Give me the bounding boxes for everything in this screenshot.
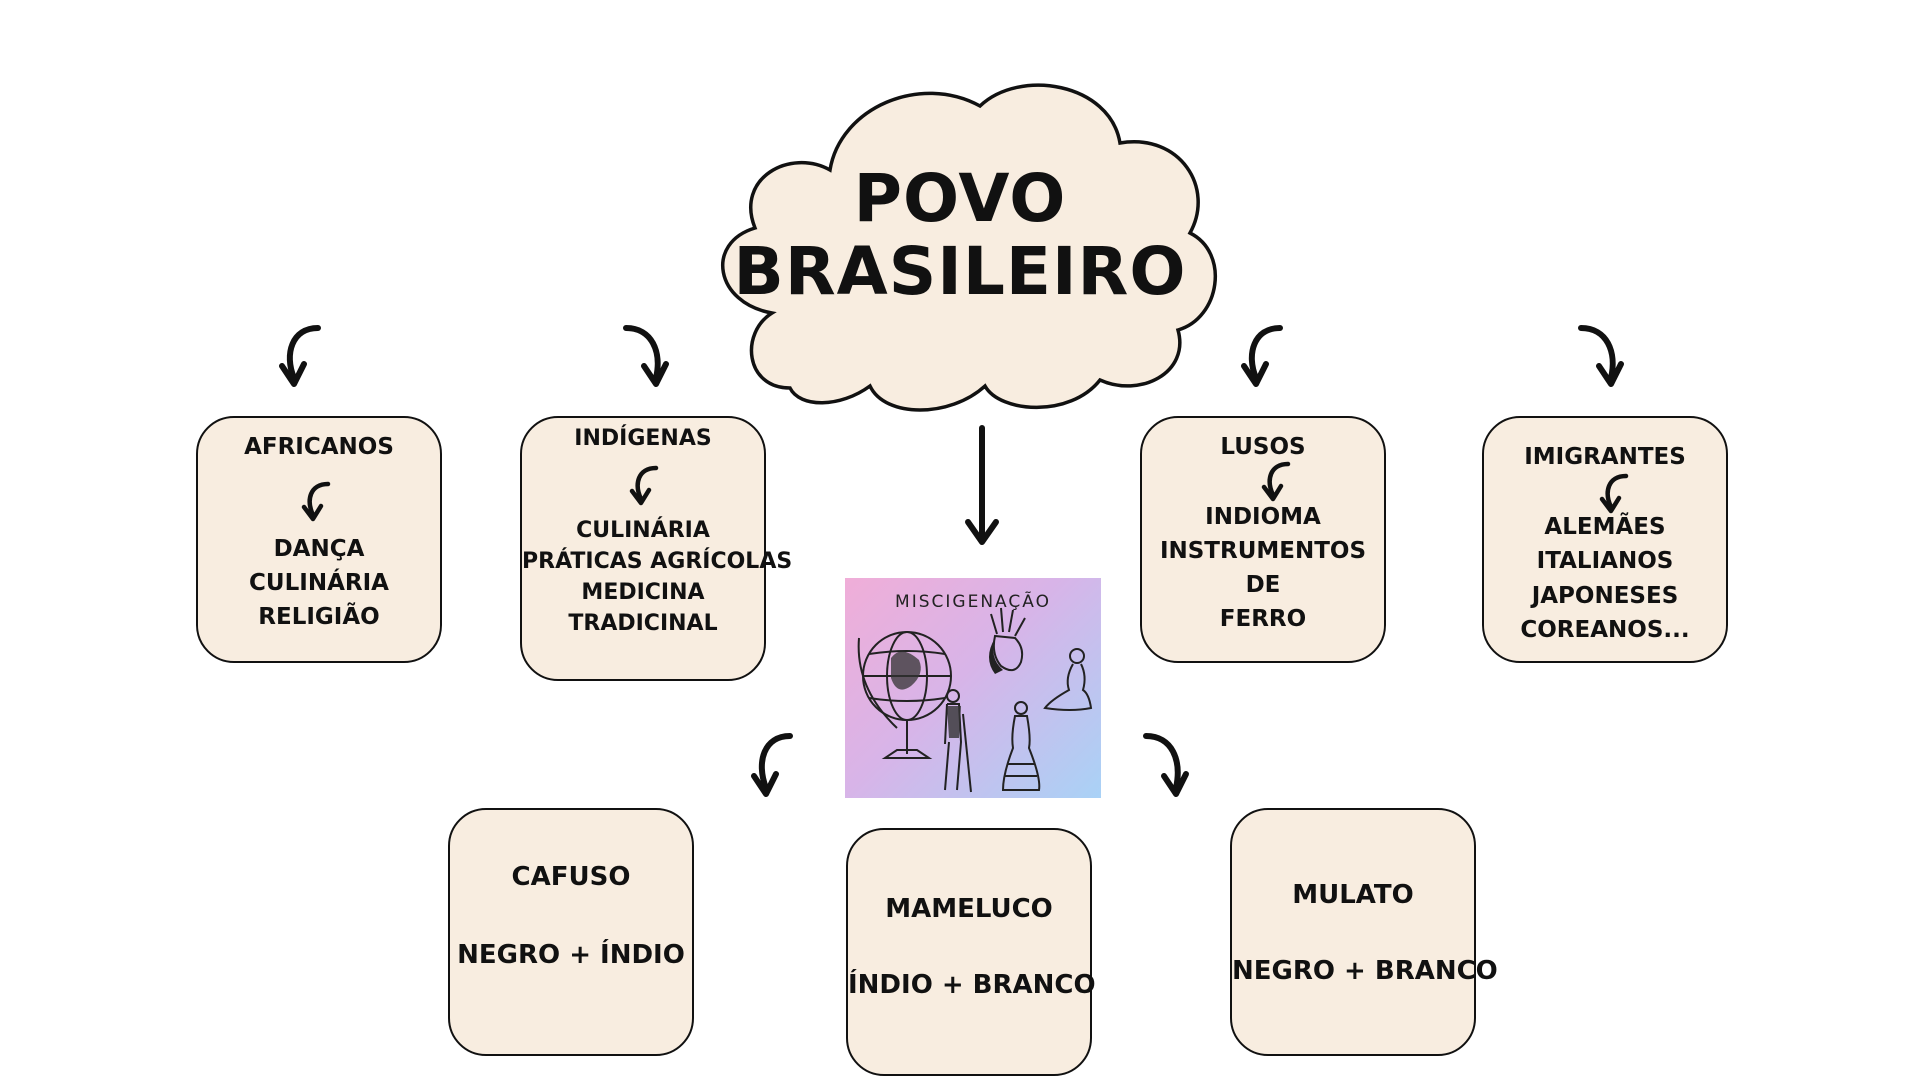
mix-formula: ÍNDIO + BRANCO — [848, 970, 1096, 1000]
group-item: CULINÁRIA — [249, 570, 389, 596]
curved-arrow-icon — [1578, 325, 1624, 387]
title-line-2: BRASILEIRO — [733, 233, 1187, 310]
group-item: FERRO — [1219, 606, 1307, 632]
group-item: TRADICINAL — [568, 611, 718, 636]
group-item: DE — [1245, 572, 1281, 598]
title-line-1: POVO — [853, 160, 1067, 237]
group-name: LUSOS — [1220, 434, 1306, 460]
group-name: AFRICANOS — [244, 434, 394, 460]
group-box-indigenas: INDÍGENAS CULINÁRIA PRÁTICAS AGRÍCOLAS M… — [520, 416, 793, 681]
curved-arrow-icon — [623, 325, 669, 387]
miscigenacao-image: MISCIGENAÇÃO — [845, 578, 1101, 798]
mix-name: CAFUSO — [511, 862, 631, 892]
title-cloud: POVO BRASILEIRO — [700, 68, 1220, 418]
group-item: ALEMÃES — [1544, 514, 1666, 540]
group-box-lusos: LUSOS INDIOMA INSTRUMENTOS DE FERRO — [1140, 416, 1386, 663]
curved-arrow-icon — [751, 733, 793, 797]
group-item: PRÁTICAS AGRÍCOLAS — [522, 549, 793, 574]
mix-formula: NEGRO + ÍNDIO — [457, 940, 685, 970]
curved-arrow-icon — [1599, 473, 1629, 514]
group-item: DANÇA — [273, 536, 365, 562]
group-box-imigrantes: IMIGRANTES ALEMÃES ITALIANOS JAPONESES C… — [1482, 416, 1728, 663]
mix-name: MULATO — [1292, 880, 1414, 910]
mix-box-mulato: MULATO NEGRO + BRANCO — [1230, 808, 1498, 1056]
mix-formula: NEGRO + BRANCO — [1232, 956, 1498, 986]
figures-illustration — [857, 607, 1093, 793]
curved-arrow-icon — [1143, 733, 1189, 797]
group-item: MEDICINA — [581, 580, 705, 605]
group-item: INSTRUMENTOS — [1159, 538, 1367, 564]
curved-arrow-icon — [629, 465, 659, 506]
group-item: JAPONESES — [1531, 583, 1679, 609]
curved-arrow-icon — [301, 481, 331, 522]
group-name: INDÍGENAS — [574, 426, 712, 451]
group-item: CULINÁRIA — [576, 518, 710, 543]
group-item: INDIOMA — [1205, 504, 1321, 530]
group-item: RELIGIÃO — [258, 604, 380, 630]
group-box-africanos: AFRICANOS DANÇA CULINÁRIA RELIGIÃO — [196, 416, 442, 663]
curved-arrow-icon — [279, 325, 321, 387]
cloud-shape — [721, 83, 1217, 412]
curved-arrow-icon — [1241, 325, 1283, 387]
curved-arrow-icon — [1261, 461, 1291, 502]
group-item: ITALIANOS — [1536, 548, 1674, 574]
mix-box-cafuso: CAFUSO NEGRO + ÍNDIO — [448, 808, 694, 1056]
down-arrow-icon — [965, 425, 999, 545]
group-item: COREANOS... — [1520, 617, 1690, 643]
mix-name: MAMELUCO — [885, 894, 1053, 924]
mix-box-mameluco: MAMELUCO ÍNDIO + BRANCO — [846, 828, 1096, 1076]
miscigenacao-label: MISCIGENAÇÃO — [895, 592, 1051, 612]
group-name: IMIGRANTES — [1524, 444, 1686, 470]
